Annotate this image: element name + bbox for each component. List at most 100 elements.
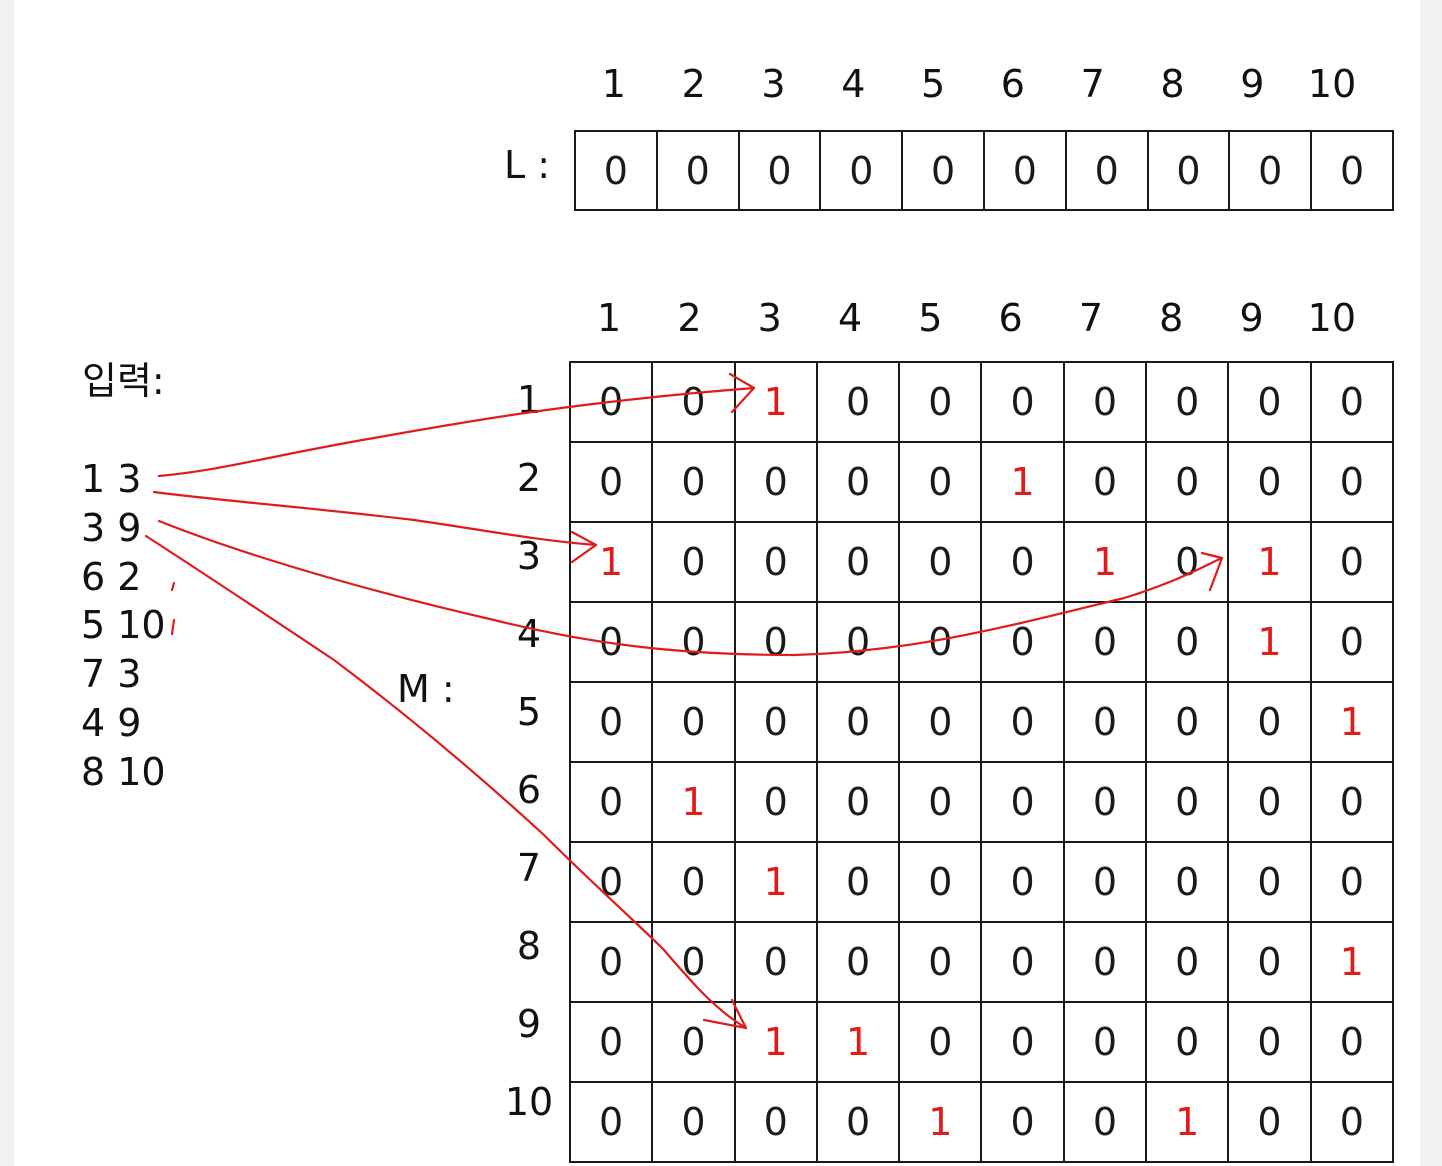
m-cell: 0 <box>651 841 736 923</box>
m-cell: 0 <box>1145 521 1230 603</box>
l-cell: 0 <box>655 130 740 211</box>
l-col-label: 4 <box>841 62 866 106</box>
m-cell: 0 <box>898 1001 983 1083</box>
l-cell: 0 <box>1310 130 1394 211</box>
m-row-label: 3 <box>516 534 542 578</box>
m-cell: 0 <box>1062 1001 1148 1083</box>
l-col-label: 5 <box>921 62 946 106</box>
m-col-label: 8 <box>1159 296 1184 340</box>
l-col-label: 8 <box>1160 62 1185 106</box>
m-cell: 0 <box>898 921 983 1003</box>
m-col-label: 1 <box>597 296 622 340</box>
m-cell: 0 <box>1227 1081 1312 1163</box>
m-cell: 0 <box>1062 601 1148 683</box>
m-cell: 0 <box>815 1081 901 1163</box>
m-cell: 1 <box>1227 521 1312 603</box>
m-cell: 0 <box>898 681 983 763</box>
input-line: 6 2 <box>81 554 142 599</box>
m-cell: 0 <box>980 921 1065 1003</box>
m-row-label: 7 <box>516 846 542 890</box>
m-cell: 0 <box>568 841 654 923</box>
m-cell: 0 <box>1309 1081 1394 1163</box>
m-cell: 0 <box>568 1001 654 1083</box>
m-cell: 0 <box>898 761 983 843</box>
m-col-label: 9 <box>1239 296 1264 340</box>
l-col-label: 6 <box>1000 62 1025 106</box>
m-cell: 0 <box>980 521 1065 603</box>
m-cell: 0 <box>733 921 818 1003</box>
m-cell: 0 <box>568 601 654 683</box>
m-cell: 0 <box>1145 921 1230 1003</box>
m-cell: 0 <box>651 601 736 683</box>
m-cell: 0 <box>1145 441 1230 523</box>
m-cell: 1 <box>651 761 736 843</box>
l-col-label: 1 <box>601 62 626 106</box>
m-cell: 1 <box>1062 521 1148 603</box>
input-title: 입력: <box>82 359 165 403</box>
l-col-label: 2 <box>681 62 706 106</box>
m-cell: 0 <box>815 681 901 763</box>
m-row-label: 10 <box>504 1080 554 1124</box>
m-cell: 0 <box>568 361 654 443</box>
m-cell: 0 <box>568 1081 654 1163</box>
m-cell: 0 <box>733 761 818 843</box>
m-cell: 0 <box>1062 441 1148 523</box>
m-col-label: 7 <box>1078 296 1104 340</box>
m-cell: 0 <box>1309 441 1394 523</box>
m-cell: 0 <box>568 681 654 763</box>
m-col-label: 5 <box>918 296 943 340</box>
m-row-label: 5 <box>516 690 542 734</box>
m-cell: 0 <box>815 441 901 523</box>
m-cell: 0 <box>1309 1001 1394 1083</box>
m-cell: 0 <box>1062 1081 1148 1163</box>
m-cell: 0 <box>1062 361 1148 443</box>
m-cell: 0 <box>980 681 1065 763</box>
input-line: 1 3 <box>81 457 142 501</box>
l-cell: 0 <box>1228 130 1313 211</box>
m-cell: 0 <box>651 921 736 1003</box>
m-cell: 0 <box>1309 601 1394 683</box>
m-row-label: 8 <box>516 924 542 968</box>
m-cell: 1 <box>815 1001 901 1083</box>
m-cell: 0 <box>1227 841 1312 923</box>
m-cell: 0 <box>1227 361 1312 443</box>
l-cell: 0 <box>574 130 658 211</box>
m-cell: 0 <box>980 1081 1065 1163</box>
m-cell: 0 <box>651 1081 736 1163</box>
m-col-label: 4 <box>837 296 863 340</box>
m-cell: 0 <box>1062 841 1148 923</box>
m-cell: 0 <box>815 361 901 443</box>
m-cell: 0 <box>1227 681 1312 763</box>
m-cell: 1 <box>980 441 1065 523</box>
m-cell: 0 <box>733 521 818 603</box>
m-cell: 0 <box>733 441 818 523</box>
m-cell: 0 <box>1227 1001 1312 1083</box>
m-row-label: 2 <box>516 456 542 500</box>
input-line: 3 9 <box>81 505 142 550</box>
m-cell: 0 <box>815 921 901 1003</box>
m-cell: 0 <box>733 601 818 683</box>
m-cell: 0 <box>898 361 983 443</box>
l-col-label: 7 <box>1080 62 1105 106</box>
m-cell: 0 <box>815 761 901 843</box>
m-cell: 0 <box>1309 521 1394 603</box>
m-cell: 0 <box>1145 1001 1230 1083</box>
l-col-label: 10 <box>1307 62 1357 106</box>
m-cell: 0 <box>1227 441 1312 523</box>
m-cell: 0 <box>980 841 1065 923</box>
l-col-label: 9 <box>1240 62 1265 106</box>
m-cell: 1 <box>733 841 818 923</box>
m-cell: 0 <box>898 601 983 683</box>
m-cell: 0 <box>815 521 901 603</box>
m-cell: 0 <box>815 841 901 923</box>
m-cell: 0 <box>568 921 654 1003</box>
m-cell: 0 <box>980 761 1065 843</box>
m-col-label: 6 <box>998 296 1023 340</box>
